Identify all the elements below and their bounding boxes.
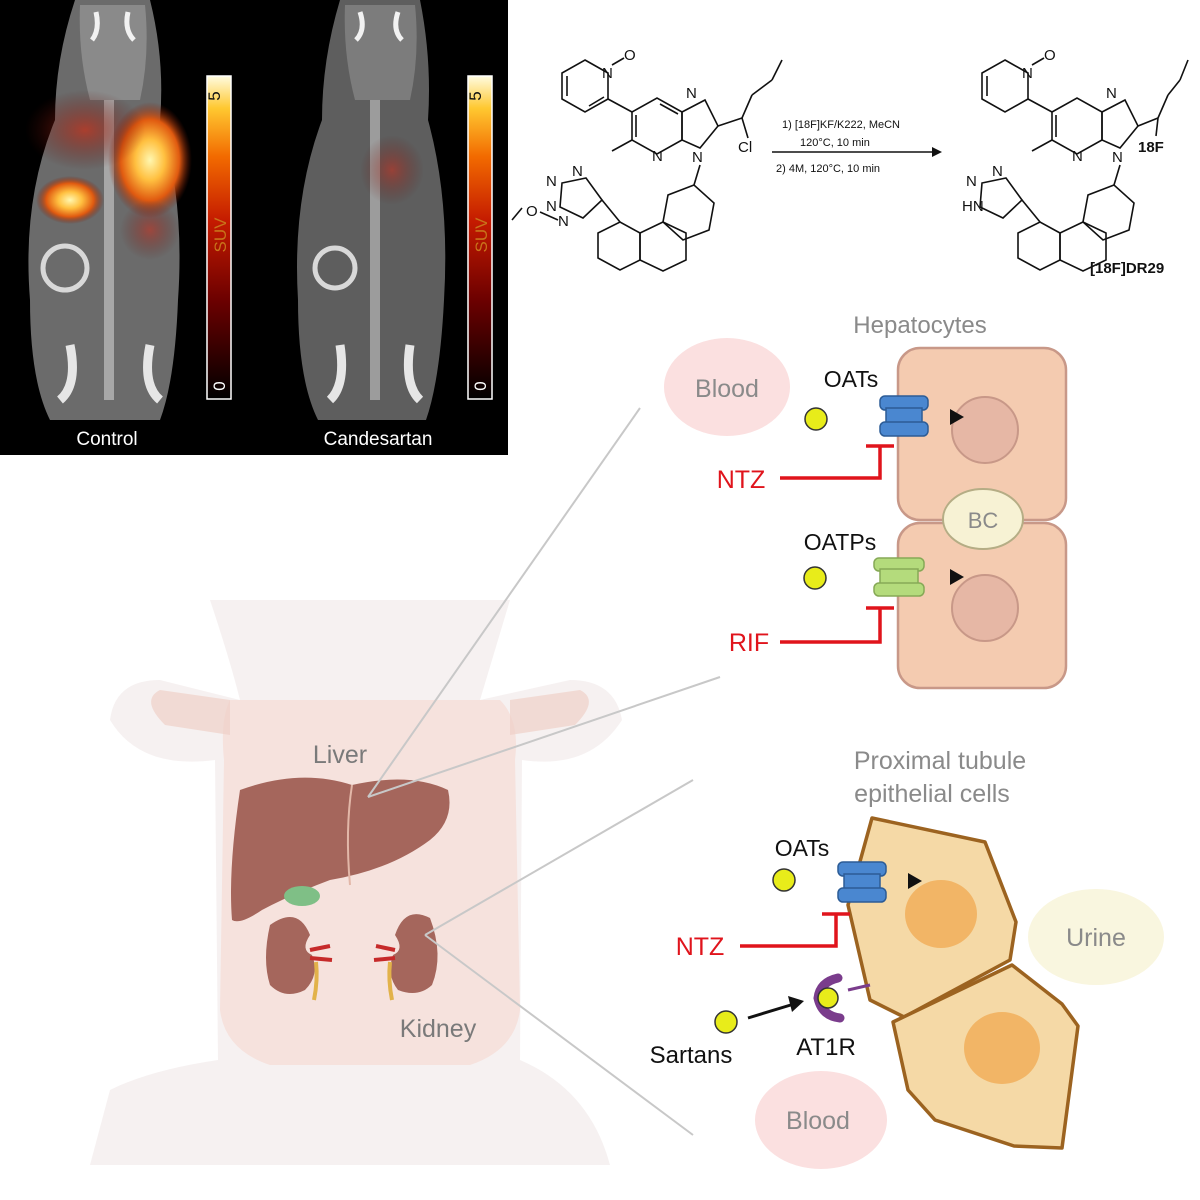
product-tz-hn: HN — [962, 198, 984, 215]
at1r-label: AT1R — [796, 1034, 856, 1061]
suv-colorbar-control: 5 SUV 0 — [205, 75, 232, 400]
suv-max-candesartan: 5 — [466, 91, 485, 100]
product-tz-n1: N — [992, 163, 1003, 180]
sartans-binding-arrow — [747, 1002, 795, 1020]
bile-canaliculus — [942, 488, 1024, 550]
tracer-molecule-sartans — [714, 1010, 738, 1034]
kidney-label: Kidney — [400, 1015, 477, 1043]
suv-min-candesartan: 0 — [471, 381, 490, 390]
rif-inhibition — [780, 606, 894, 644]
ntz-label-kidney: NTZ — [676, 933, 725, 961]
product-imid-n3: N — [1112, 149, 1123, 166]
bile-canaliculus-label: BC — [968, 508, 999, 533]
oat-transporter-kidney — [837, 861, 887, 903]
kidney-cell-panel: Proximal tubule epithelial cells Urine O… — [650, 747, 1164, 1169]
product-tz-n2: N — [966, 173, 977, 190]
blood-label-kidney: Blood — [786, 1107, 850, 1135]
mouse-body-illustration: Liver Kidney — [90, 600, 622, 1165]
oatps-label: OATPs — [804, 529, 876, 555]
oats-label-liver: OATs — [824, 366, 879, 392]
ntz-label-liver: NTZ — [717, 466, 766, 494]
tracer-molecule-kidney-1 — [772, 868, 796, 892]
precursor-imid-n3: N — [692, 149, 703, 166]
reaction-step1-conditions: 120°C, 10 min — [800, 137, 870, 149]
urine-label: Urine — [1066, 924, 1126, 952]
hepatocytes-title: Hepatocytes — [853, 312, 986, 339]
precursor-structure: N O N N N Cl — [511, 47, 783, 272]
tubule-nucleus-bottom — [964, 1012, 1040, 1084]
precursor-tz-n4: N — [558, 213, 569, 230]
liver-organ — [231, 777, 450, 922]
sartans-label: Sartans — [650, 1042, 733, 1069]
tubule-nucleus-top — [905, 880, 977, 948]
product-n-oxide: O — [1044, 47, 1056, 64]
suv-colorbar-candesartan: 5 SUV 0 — [466, 75, 493, 400]
precursor-leaving-group: Cl — [738, 139, 752, 156]
blood-label-liver: Blood — [695, 375, 759, 403]
suv-max-control: 5 — [205, 91, 224, 100]
suv-label-candesartan: SUV — [472, 217, 491, 253]
precursor-mom-o: O — [526, 203, 538, 220]
precursor-tz-n1: N — [572, 163, 583, 180]
reaction-arrow: 1) [18F]KF/K222, MeCN 120°C, 10 min 2) 4… — [772, 119, 942, 175]
synthesis-scheme: N O N N N Cl — [511, 47, 1189, 277]
precursor-n-oxide: O — [624, 47, 636, 64]
precursor-core-n: N — [652, 148, 663, 165]
ntz-inhibition-liver — [780, 444, 894, 480]
precursor-pyridine-n: N — [602, 65, 613, 82]
reaction-step1: 1) [18F]KF/K222, MeCN — [782, 119, 900, 131]
pet-caption-candesartan: Candesartan — [324, 429, 433, 450]
ntz-inhibition-kidney — [740, 912, 850, 948]
suv-label-control: SUV — [211, 217, 230, 253]
pet-panel: Control 5 SUV 0 Candesartan 5 SUV 0 — [0, 0, 508, 455]
product-name: [18F]DR29 — [1090, 260, 1164, 277]
tubule-title-line2: epithelial cells — [854, 780, 1010, 808]
zoom-lines — [367, 407, 721, 1136]
pet-image-control: Control — [25, 0, 192, 450]
blood-region-liver — [664, 338, 790, 436]
precursor-tz-n3: N — [546, 198, 557, 215]
rif-label: RIF — [729, 629, 769, 657]
hepatocyte-nucleus-bottom — [951, 574, 1019, 642]
reaction-step2: 2) 4M, 120°C, 10 min — [776, 163, 880, 175]
precursor-tz-n2: N — [546, 173, 557, 190]
product-structure: N O N N N 18F N N HN [18F]D — [962, 47, 1189, 277]
liver-label: Liver — [313, 741, 367, 769]
product-fluorine-label: 18F — [1138, 139, 1164, 156]
pet-image-candesartan: Candesartan — [297, 0, 446, 450]
tracer-bound-at1r — [817, 987, 839, 1009]
suv-min-control: 0 — [210, 381, 229, 390]
product-core-n: N — [1072, 148, 1083, 165]
left-kidney-organ — [266, 917, 333, 1001]
product-imid-n1: N — [1106, 85, 1117, 102]
blood-region-kidney — [755, 1071, 887, 1169]
hepatocyte-panel: Hepatocytes Blood BC OATs NTZ OATPs — [664, 312, 1068, 690]
tracer-molecule-liver-2 — [803, 566, 827, 590]
oats-label-kidney: OATs — [775, 835, 830, 861]
tubule-title-line1: Proximal tubule — [854, 747, 1026, 775]
precursor-imid-n1: N — [686, 85, 697, 102]
tracer-molecule-liver-1 — [804, 407, 828, 431]
hepatocyte-nucleus-top — [951, 396, 1019, 464]
urine-region — [1028, 889, 1164, 985]
product-pyridine-n: N — [1022, 65, 1033, 82]
pet-caption-control: Control — [76, 429, 137, 450]
